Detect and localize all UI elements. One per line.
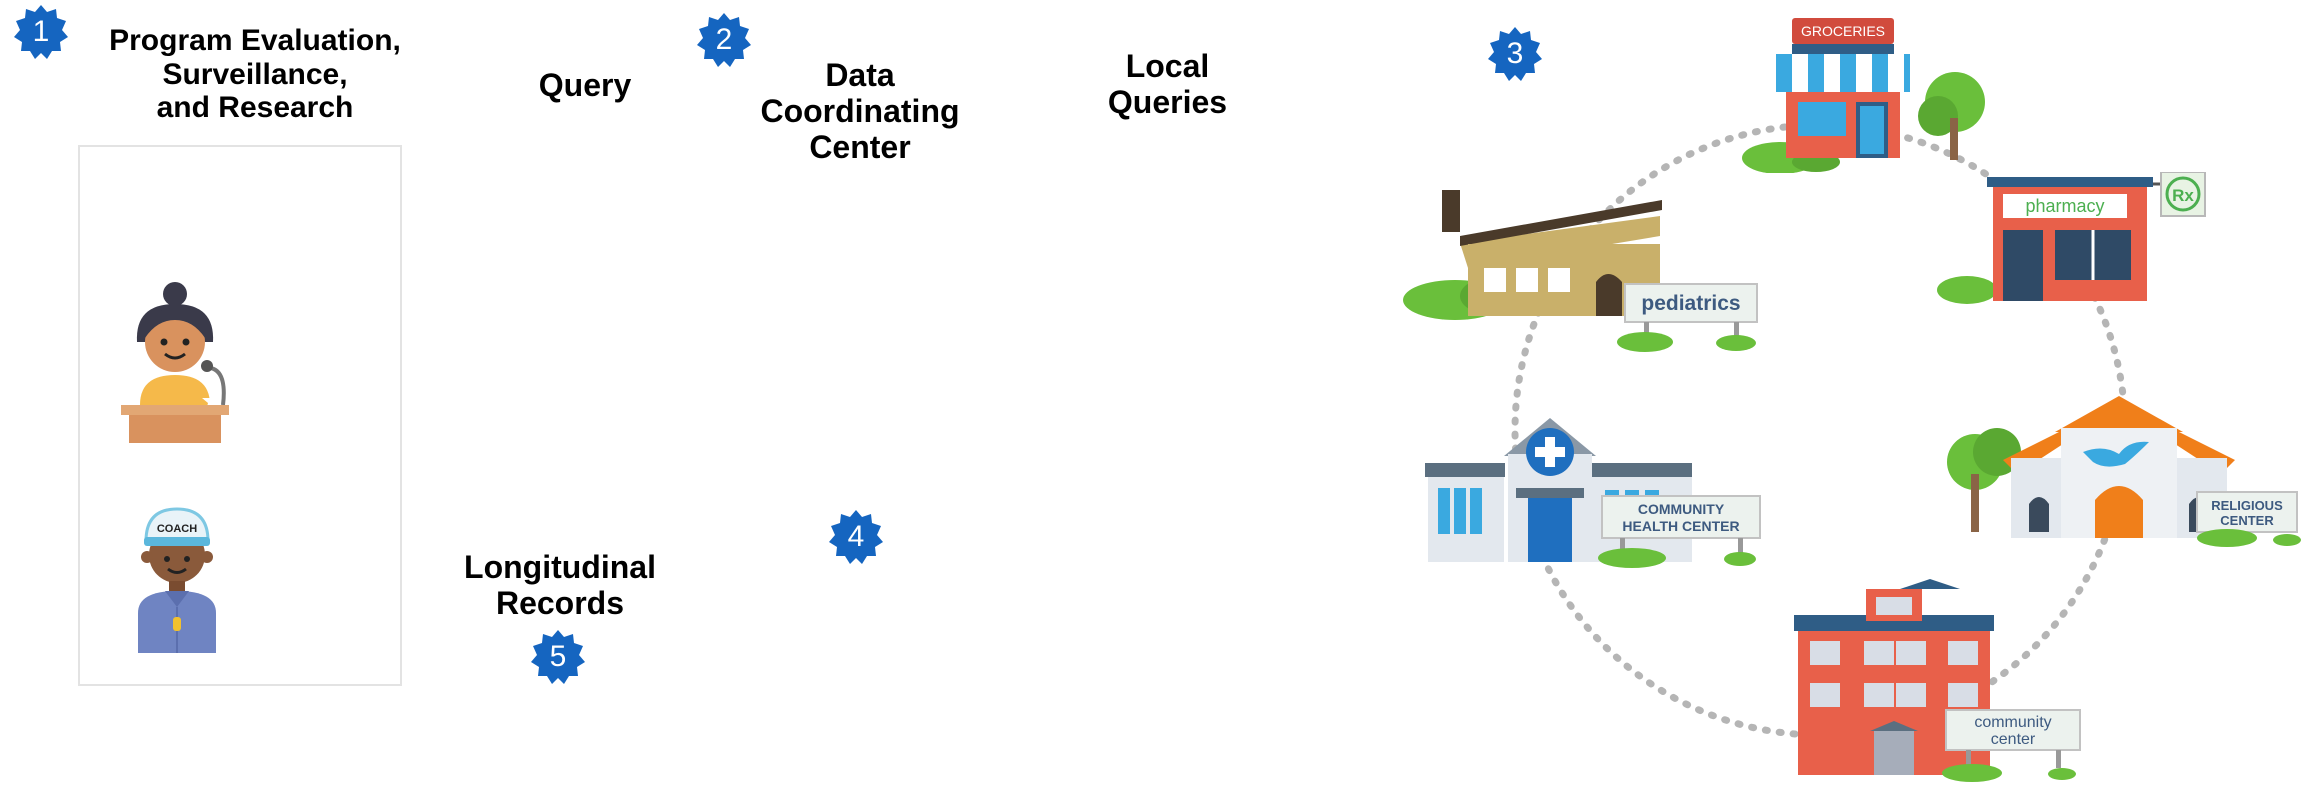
users-panel — [78, 145, 402, 686]
step-5-heading: Longitudinal Records — [464, 549, 656, 621]
step-1-heading: Program Evaluation, Surveillance, and Re… — [109, 24, 401, 125]
step-1-number: 1 — [32, 15, 50, 48]
pediatrics-building: pediatrics — [1403, 190, 1758, 352]
step-5-badge: 5 — [529, 628, 587, 686]
community-center-sign-line1: community — [1974, 714, 2051, 731]
step-2-number: 2 — [715, 23, 733, 56]
step-5-number: 5 — [549, 640, 567, 673]
community-health-center: COMMUNITY HEALTH CENTER — [1425, 418, 1761, 568]
religious-sign-line1: RELIGIOUS — [2211, 498, 2283, 513]
step-2-badge: 2 — [695, 11, 753, 69]
badge-star-icon — [531, 630, 585, 684]
query-label: Query — [538, 67, 632, 103]
coach-icon: COACH — [138, 507, 216, 653]
coach-cap-text: COACH — [157, 523, 197, 535]
local-queries-label: Local Queries — [1107, 48, 1228, 120]
badge-star-icon — [14, 5, 68, 59]
pharmacy-sign: pharmacy — [2025, 196, 2104, 216]
groceries-store: GROCERIES — [1742, 18, 1985, 173]
groceries-sign: GROCERIES — [1801, 23, 1885, 39]
badge-star-icon — [829, 510, 883, 564]
religious-sign-line2: CENTER — [2220, 513, 2274, 528]
step-1-badge: 1 — [12, 3, 70, 61]
pediatrics-sign: pediatrics — [1641, 292, 1740, 315]
step-3-number: 3 — [1506, 37, 1524, 70]
badge-star-icon — [1488, 27, 1542, 81]
badge-star-icon — [697, 13, 751, 67]
speaker-icon — [121, 282, 229, 443]
chc-sign-line2: HEALTH CENTER — [1622, 518, 1739, 534]
community-center: community center — [1794, 579, 2081, 782]
rx-sign: Rx — [2172, 186, 2194, 205]
step-4-badge: 4 — [827, 508, 885, 566]
step-4-number: 4 — [847, 520, 865, 553]
chc-sign-line1: COMMUNITY — [1638, 501, 1725, 517]
pharmacy: pharmacy Rx — [1937, 172, 2206, 304]
step-3-badge: 3 — [1486, 25, 1544, 83]
religious-center: RELIGIOUS CENTER — [1947, 396, 2301, 547]
step-2-heading: Data Coordinating Center — [760, 57, 960, 165]
community-center-sign-line2: center — [1991, 731, 2036, 748]
